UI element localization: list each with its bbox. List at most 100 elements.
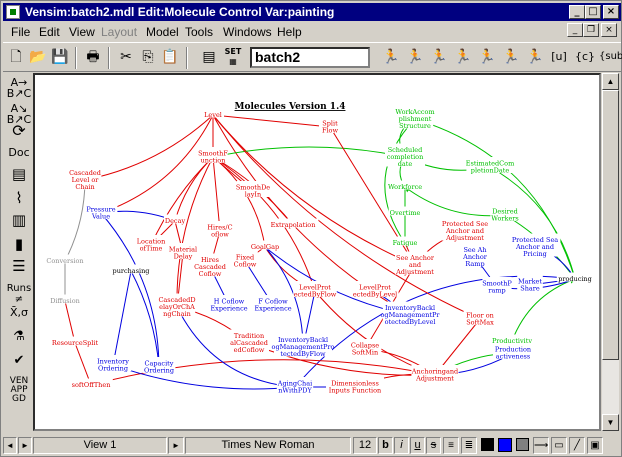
sensitivity-graph-icon[interactable]: ⚗ — [13, 329, 25, 344]
scroll-thumb[interactable] — [602, 90, 619, 360]
causal-arrow[interactable] — [212, 114, 331, 130]
variable-fatigue[interactable]: Fatigue — [393, 239, 418, 247]
color-picker-icon[interactable]: ▣ — [587, 437, 603, 454]
causal-arrow[interactable] — [100, 212, 162, 368]
causal-arrow[interactable] — [329, 126, 416, 266]
menu-help[interactable]: Help — [277, 25, 302, 39]
view-next-button[interactable]: ► — [168, 437, 184, 454]
causal-arrow[interactable] — [173, 156, 214, 308]
build-window-icon[interactable]: ▤ — [202, 49, 216, 65]
bar-graph-icon[interactable]: ▮ — [14, 235, 24, 253]
text-position-icon[interactable]: ≡ — [443, 437, 459, 454]
units-check-icon[interactable]: [u] — [551, 50, 567, 63]
causal-arrow[interactable] — [511, 277, 576, 342]
strikeout-button[interactable]: s — [426, 437, 441, 454]
menu-model[interactable]: Model — [146, 25, 179, 39]
scroll-up-button[interactable]: ▲ — [602, 73, 619, 90]
variable-decay[interactable]: Decay — [165, 217, 186, 225]
scroll-down-button[interactable]: ▼ — [602, 414, 619, 431]
causes-tree-icon[interactable]: A→B↗C — [6, 76, 32, 100]
causal-arrow[interactable] — [212, 156, 268, 248]
causal-arrow[interactable] — [110, 270, 132, 366]
shape-icon[interactable]: ▭ — [551, 437, 567, 454]
subscripts-icon[interactable]: {sub} — [599, 51, 622, 62]
causal-arrow[interactable] — [100, 114, 214, 215]
run-simulation-icon[interactable]: 🏃 — [382, 49, 400, 65]
causal-arrow[interactable] — [212, 114, 416, 266]
view-selector[interactable]: View 1 — [33, 437, 167, 454]
variable-productivity[interactable]: Productivity — [492, 337, 532, 345]
italic-button[interactable]: i — [394, 437, 409, 454]
causal-arrow[interactable] — [414, 117, 576, 280]
variable-overtime[interactable]: Overtime — [390, 209, 421, 217]
loops-icon[interactable]: ⟳ — [12, 121, 26, 140]
print-icon[interactable]: 🖶 — [86, 49, 100, 65]
table-icon[interactable]: ▥ — [11, 211, 27, 229]
run-game-icon[interactable]: 🏃 — [406, 49, 424, 65]
menu-file[interactable]: File — [11, 25, 31, 39]
text-align-icon[interactable]: ≣ — [461, 437, 477, 454]
maximize-button[interactable]: □ — [585, 5, 601, 19]
variable-workforce[interactable]: Workforce — [388, 183, 422, 191]
open-folder-icon[interactable]: 📂 — [29, 49, 47, 65]
view-scroll-left-button[interactable]: ◄ — [3, 437, 17, 454]
arrow-style-icon[interactable]: ⟶ — [533, 437, 549, 454]
variable-level[interactable]: Level — [204, 111, 222, 119]
causal-arrow[interactable] — [212, 114, 481, 320]
statistics-tool[interactable]: X̄,σ — [9, 306, 28, 319]
causal-arrow[interactable] — [130, 270, 162, 368]
menu-windows[interactable]: Windows — [223, 25, 272, 39]
run-synthesim-icon[interactable]: 🏃 — [430, 49, 448, 65]
uses-tree-icon[interactable]: A↘B↗C — [6, 102, 32, 126]
causal-arrow[interactable] — [64, 179, 86, 262]
variable-goalgap[interactable]: GoalGap — [251, 243, 279, 251]
causal-arrow[interactable] — [150, 156, 214, 246]
causal-arrow[interactable] — [212, 146, 406, 159]
causal-arrow[interactable] — [84, 114, 214, 182]
variable-purchasing[interactable]: purchasing — [113, 267, 150, 275]
paste-icon[interactable]: 📋 — [161, 49, 179, 65]
font-name-field[interactable]: Times New Roman — [185, 437, 351, 454]
run-calibrate-icon[interactable]: 🏃 — [526, 49, 544, 65]
causal-arrow[interactable] — [173, 156, 214, 222]
vensim-app-icon[interactable] — [6, 5, 20, 19]
run-reality-check-icon[interactable]: 🏃 — [454, 49, 472, 65]
menu-tools[interactable]: Tools — [185, 25, 214, 39]
causal-arrow[interactable] — [212, 156, 223, 232]
runs-compare-tool[interactable]: Runs≠ — [6, 283, 32, 305]
child-minimize-button[interactable]: _ — [567, 23, 583, 37]
set-variables-icon[interactable]: SET▦ — [224, 47, 242, 66]
underline-button[interactable]: u — [410, 437, 425, 454]
view-scroll-right-button[interactable]: ► — [18, 437, 32, 454]
font-size-field[interactable]: 12 — [353, 437, 377, 454]
variable-extrapolation[interactable]: Extrapolation — [271, 221, 316, 229]
new-file-icon[interactable]: 🗋 — [10, 49, 22, 65]
model-name-field[interactable]: batch2 — [250, 47, 370, 68]
